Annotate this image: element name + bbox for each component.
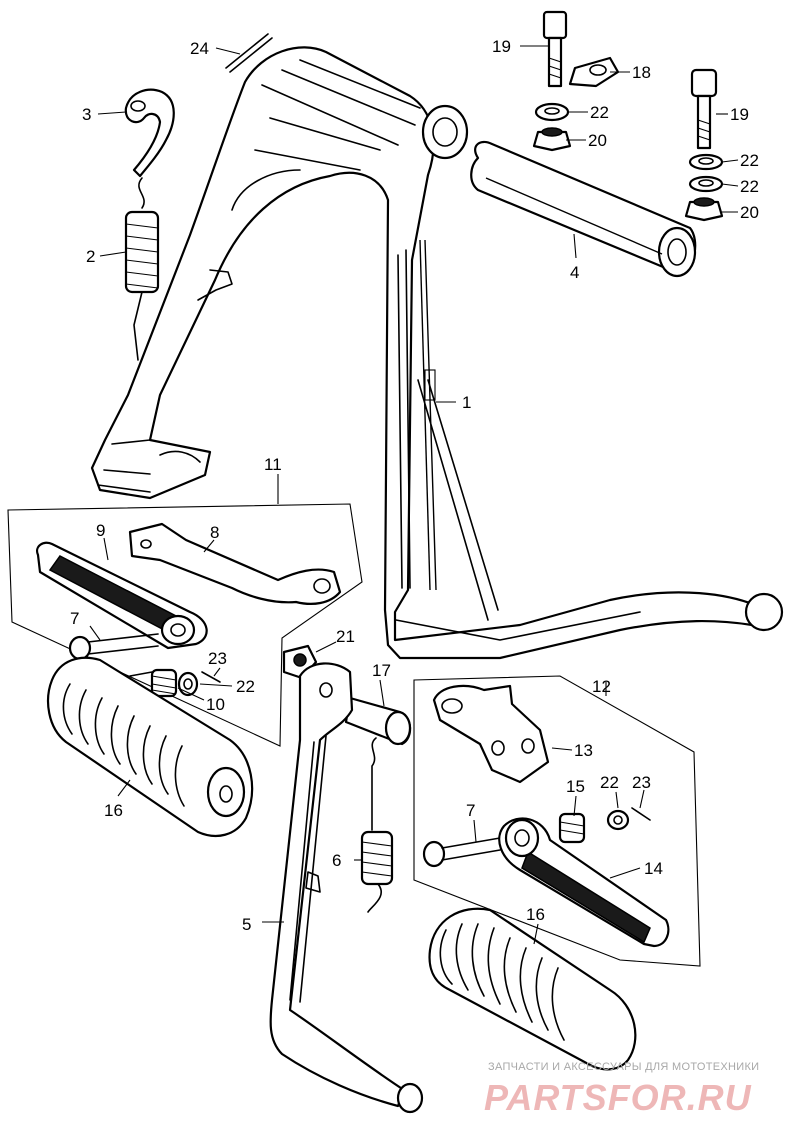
hook-plate-3	[124, 88, 175, 178]
pin-24	[225, 33, 273, 73]
nut-20-right	[684, 197, 724, 222]
pin-7-left	[68, 633, 159, 661]
washer-22-left-group	[177, 671, 199, 697]
label-21: 21	[336, 627, 355, 646]
label-17: 17	[372, 661, 391, 680]
spring-15	[558, 812, 586, 844]
label-23-right: 23	[632, 773, 651, 792]
label-24: 24	[190, 39, 209, 58]
label-16-right: 16	[526, 905, 545, 924]
label-7-left: 7	[70, 609, 79, 628]
cotter-pin-23-left	[201, 671, 221, 683]
label-6: 6	[332, 851, 341, 870]
washers-22-right	[688, 153, 724, 193]
pin-7-right	[422, 837, 501, 868]
footpeg-9	[36, 541, 208, 650]
group-11-frame	[7, 503, 363, 747]
label-8: 8	[210, 523, 219, 542]
label-4: 4	[570, 263, 579, 282]
label-2: 2	[86, 247, 95, 266]
label-7-right: 7	[466, 801, 475, 820]
label-19-right: 19	[730, 105, 749, 124]
cotter-pin-23-right	[631, 807, 651, 821]
rubber-16-left	[46, 656, 254, 837]
label-22-left-group: 22	[236, 677, 255, 696]
rubber-16-right	[428, 907, 637, 1071]
label-1: 1	[462, 393, 471, 412]
bracket-18	[568, 56, 620, 88]
label-18: 18	[632, 63, 651, 82]
label-19-top: 19	[492, 37, 511, 56]
label-22-top: 22	[590, 103, 609, 122]
label-5: 5	[242, 915, 251, 934]
label-22-right-group: 22	[600, 773, 619, 792]
watermark: ЗАПЧАСТИ И АКСЕССУАРЫ ДЛЯ МОТОТЕХНИКИ PA…	[484, 1061, 759, 1118]
bracket-13	[432, 684, 550, 784]
label-23-left: 23	[208, 649, 227, 668]
label-22-right-b: 22	[740, 177, 759, 196]
pivot-pin-17	[344, 696, 412, 746]
label-3: 3	[82, 105, 91, 124]
label-12: 12	[592, 677, 611, 696]
bolt-19-top	[542, 10, 568, 88]
spring-2	[124, 177, 160, 361]
spring-6	[360, 737, 394, 913]
callout-labels: 1 2 3 4 5 6 7 7 8 9 10 11 12 13 14 15 16…	[70, 37, 759, 934]
label-15: 15	[566, 777, 585, 796]
nut-20-left	[532, 127, 572, 152]
pivot-tube	[470, 140, 697, 278]
leader-lines	[89, 45, 739, 945]
label-9: 9	[96, 521, 105, 540]
spring-10	[129, 668, 178, 698]
kick-lever-5	[269, 662, 424, 1114]
footpeg-14	[498, 817, 670, 948]
label-10: 10	[206, 695, 225, 714]
group-12-frame	[413, 675, 701, 967]
washer-22-right-group	[606, 809, 630, 831]
main-stand	[90, 46, 784, 660]
bracket-8	[128, 522, 342, 605]
label-16-left: 16	[104, 801, 123, 820]
label-11: 11	[264, 455, 282, 474]
label-13: 13	[574, 741, 593, 760]
label-20-left: 20	[588, 131, 607, 150]
label-20-right: 20	[740, 203, 759, 222]
washer-22-left	[534, 102, 570, 122]
watermark-brand: PARTSFOR.RU	[484, 1077, 752, 1118]
label-14: 14	[644, 859, 663, 878]
label-22-right-a: 22	[740, 151, 759, 170]
watermark-caption: ЗАПЧАСТИ И АКСЕССУАРЫ ДЛЯ МОТОТЕХНИКИ	[488, 1061, 759, 1073]
bolt-19-right	[690, 68, 718, 150]
